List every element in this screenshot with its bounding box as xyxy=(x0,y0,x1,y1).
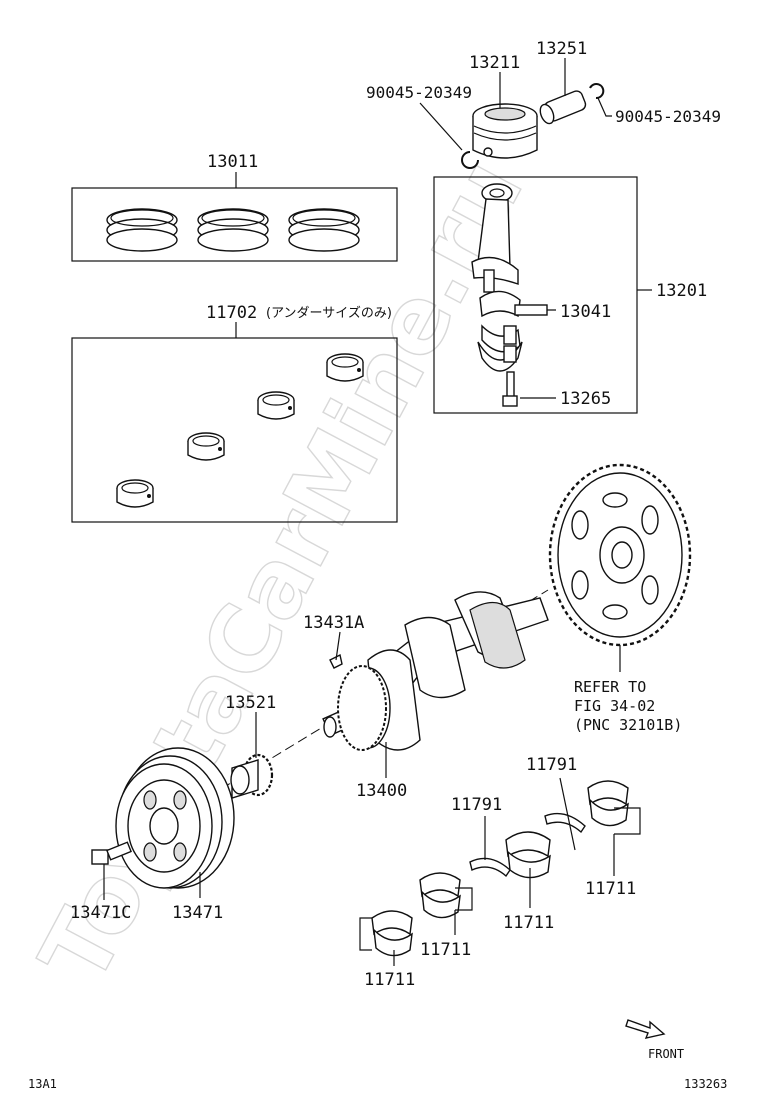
ring-set-box xyxy=(71,187,398,262)
label-11702-note: (アンダーサイズのみ) xyxy=(266,305,392,321)
label-90045-left: 90045-20349 xyxy=(366,83,472,102)
crank-timing-gear xyxy=(337,665,387,751)
crank-bearing-set xyxy=(116,353,364,508)
leader-lines xyxy=(103,58,652,966)
label-11702: 11702 xyxy=(206,303,257,323)
watermark: ToyotaCarMine.ru xyxy=(20,142,544,1000)
footer-right-code: 133263 xyxy=(684,1077,727,1091)
label-13041: 13041 xyxy=(560,302,611,322)
label-13521: 13521 xyxy=(225,693,276,713)
label-13201: 13201 xyxy=(656,281,707,301)
refer-line-1: REFER TO xyxy=(574,678,646,696)
label-13211: 13211 xyxy=(469,53,520,73)
conrod-cap xyxy=(477,341,523,372)
drive-plate xyxy=(548,463,692,647)
label-13431a: 13431A xyxy=(303,613,364,633)
label-90045-right: 90045-20349 xyxy=(615,107,721,126)
front-label: FRONT xyxy=(648,1047,684,1061)
pulley-bolt xyxy=(91,841,132,865)
label-13265: 13265 xyxy=(560,389,611,409)
piston-ring-set xyxy=(106,208,360,252)
footer-left-code: 13A1 xyxy=(28,1077,57,1091)
label-11711-a: 11711 xyxy=(585,879,636,899)
label-13471c: 13471C xyxy=(70,903,131,923)
snap-ring-left xyxy=(461,151,479,169)
label-11711-d: 11711 xyxy=(364,970,415,990)
piston-pin xyxy=(539,90,587,125)
label-11791-b: 11791 xyxy=(526,755,577,775)
refer-line-3: (PNC 32101B) xyxy=(574,716,682,734)
label-11711-b: 11711 xyxy=(503,913,554,933)
crank-pulley xyxy=(115,747,235,889)
thrust-washer-a xyxy=(469,857,511,878)
main-bearing-2 xyxy=(419,872,461,919)
main-bearing-3 xyxy=(505,831,551,879)
timing-sprocket xyxy=(230,753,274,799)
piston xyxy=(472,103,538,159)
refer-line-2: FIG 34-02 xyxy=(574,697,655,715)
conrod-bolt xyxy=(502,325,518,407)
conrod-bearing xyxy=(479,290,521,353)
label-13471: 13471 xyxy=(172,903,223,923)
main-bearing-4 xyxy=(587,780,629,827)
label-13400: 13400 xyxy=(356,781,407,801)
label-13251: 13251 xyxy=(536,39,587,59)
conrod-box xyxy=(433,176,638,414)
label-11791-a: 11791 xyxy=(451,795,502,815)
connecting-rod xyxy=(471,183,519,293)
thrust-washer-b xyxy=(544,812,586,834)
bearing-set-box xyxy=(71,337,398,523)
label-11711-c: 11711 xyxy=(420,940,471,960)
label-13011: 13011 xyxy=(207,152,258,172)
main-bearing-1 xyxy=(371,910,413,957)
front-arrow-icon xyxy=(625,1019,666,1039)
snap-ring-right xyxy=(589,83,605,100)
